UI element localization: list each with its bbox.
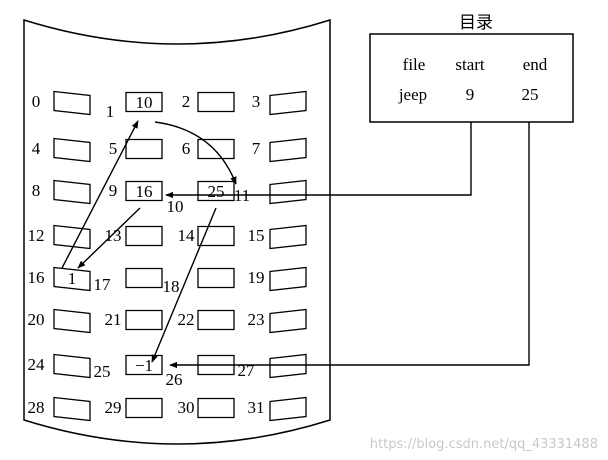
block-number-31: 31 (248, 398, 265, 417)
block-number-2: 2 (182, 92, 191, 111)
disk-block-15 (269, 224, 307, 250)
directory-header-start: start (455, 55, 485, 74)
block-number-0: 0 (32, 92, 41, 111)
disk-outline (23, 18, 331, 445)
disk-block-14 (197, 225, 235, 247)
disk-block-23 (269, 308, 307, 334)
directory-cell-end: 25 (522, 85, 539, 104)
disk-block-16 (53, 266, 91, 292)
disk-block-22 (197, 309, 235, 331)
block-number-12: 12 (28, 226, 45, 245)
block-number-19: 19 (248, 268, 265, 287)
block-number-5: 5 (109, 139, 118, 158)
block-number-16: 16 (28, 268, 45, 287)
block-number-29: 29 (105, 398, 122, 417)
start-pointer-arrow (165, 122, 472, 199)
disk-block-10 (197, 180, 235, 202)
block-number-30: 30 (178, 398, 195, 417)
disk-block-11 (269, 179, 307, 205)
disk-block-24 (53, 353, 91, 379)
block-number-8: 8 (32, 181, 41, 200)
disk-block-19 (269, 266, 307, 292)
block-number-18: 18 (163, 277, 180, 296)
block-number-22: 22 (178, 310, 195, 329)
block-number-25: 25 (94, 362, 111, 381)
block-number-6: 6 (182, 139, 191, 158)
chain-arrow-10-to-25 (151, 207, 217, 363)
disk-block-21 (125, 309, 163, 331)
block-number-14: 14 (178, 226, 196, 245)
block-number-17: 17 (94, 275, 112, 294)
chain-arrow-16-to-1 (61, 120, 139, 269)
block-number-21: 21 (105, 310, 122, 329)
disk-block-7 (269, 137, 307, 163)
block-content-25: −1 (135, 356, 153, 375)
disk-block-18 (197, 267, 235, 289)
disk-block-30 (197, 397, 235, 419)
block-number-10: 10 (167, 197, 184, 216)
block-content-16: 1 (68, 269, 77, 288)
disk-block-1 (125, 91, 163, 113)
block-number-7: 7 (252, 139, 261, 158)
end-pointer-arrow (169, 122, 530, 369)
directory-cell-file: jeep (398, 85, 427, 104)
block-number-28: 28 (28, 398, 45, 417)
disk-block-27 (269, 353, 307, 379)
block-number-9: 9 (109, 181, 118, 200)
watermark: https://blog.csdn.net/qq_43331488 (370, 437, 598, 452)
block-content-10: 25 (208, 182, 225, 201)
chain-arrow-1-to-10 (154, 121, 237, 185)
disk-block-2 (197, 91, 235, 113)
disk-block-13 (125, 225, 163, 247)
block-number-20: 20 (28, 310, 45, 329)
disk-block-6 (197, 138, 235, 160)
block-number-23: 23 (248, 310, 265, 329)
disk-block-0 (53, 90, 91, 116)
block-number-15: 15 (248, 226, 265, 245)
block-content-1: 10 (136, 93, 153, 112)
block-number-4: 4 (32, 139, 41, 158)
directory-title: 目录 (459, 13, 493, 33)
disk-block-17 (125, 267, 163, 289)
chain-arrow-9-to-16 (77, 207, 141, 269)
directory-header-file: file (403, 55, 426, 74)
disk-block-9 (125, 180, 163, 202)
disk-block-8 (53, 179, 91, 205)
directory-header-end: end (523, 55, 548, 74)
block-content-9: 16 (136, 182, 153, 201)
disk-block-4 (53, 137, 91, 163)
directory-cell-start: 9 (466, 85, 475, 104)
block-number-26: 26 (166, 370, 183, 389)
disk-block-31 (269, 396, 307, 422)
disk-block-20 (53, 308, 91, 334)
disk-block-3 (269, 90, 307, 116)
block-number-3: 3 (252, 92, 261, 111)
directory-box (369, 33, 574, 123)
disk-block-5 (125, 138, 163, 160)
block-number-27: 27 (238, 361, 256, 380)
block-number-1: 1 (106, 102, 115, 121)
disk-block-29 (125, 397, 163, 419)
block-number-24: 24 (28, 355, 46, 374)
disk-block-12 (53, 224, 91, 250)
disk-block-28 (53, 396, 91, 422)
